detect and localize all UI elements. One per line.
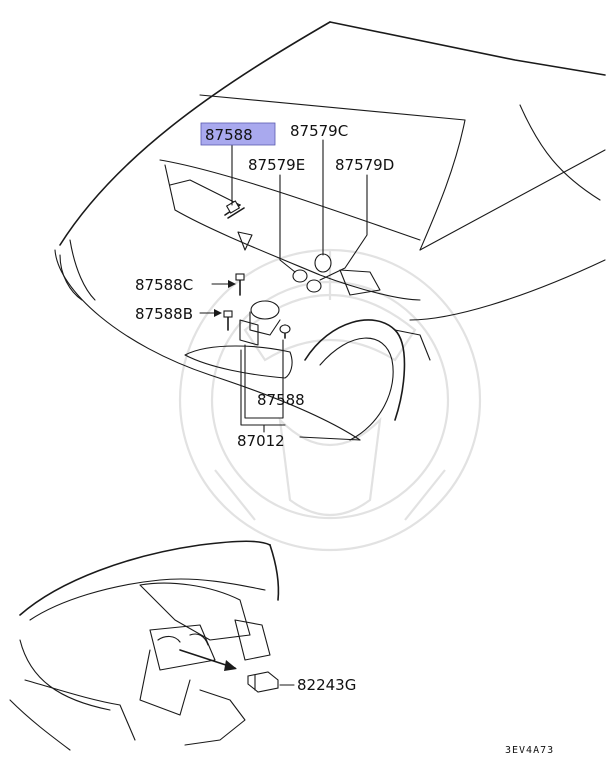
leader-lines: [199, 139, 368, 686]
callout-87012[interactable]: 87012: [237, 432, 285, 450]
diagram-code: 3EV4A73: [505, 745, 554, 756]
dashboard-arrowhead: [224, 660, 237, 671]
callout-87588-top[interactable]: 87588: [205, 126, 253, 144]
watermark-emblem: [178, 248, 482, 552]
callout-87579D[interactable]: 87579D: [335, 156, 394, 174]
callout-87588-bottom[interactable]: 87588: [257, 391, 305, 409]
callout-82243G[interactable]: 82243G: [297, 676, 356, 694]
highlight-box: [200, 122, 276, 146]
callout-87588C[interactable]: 87588C: [135, 276, 193, 294]
dashboard-outline: [9, 540, 280, 751]
callout-87579E[interactable]: 87579E: [248, 156, 305, 174]
callout-87588B[interactable]: 87588B: [135, 305, 193, 323]
car-body-outline: [54, 21, 606, 441]
callout-87579C[interactable]: 87579C: [290, 122, 348, 140]
